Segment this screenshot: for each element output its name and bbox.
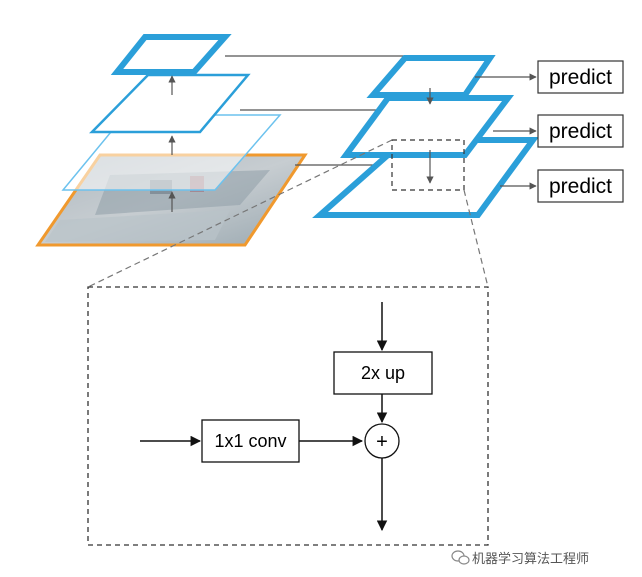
predict-label-2: predict [549,120,612,143]
watermark: 机器学习算法工程师 [451,550,589,566]
top-down-level-top [366,55,496,98]
predict-box-1: predict [537,60,624,94]
merge-add-node: + [364,423,400,459]
wechat-icon [451,550,470,565]
lateral-conv-label: 1x1 conv [214,431,286,451]
zoom-projection-right [463,189,489,288]
predict-label-3: predict [549,175,612,198]
top-down-level-middle [340,95,515,158]
lateral-conv-block: 1x1 conv [201,419,300,463]
watermark-text: 机器学习算法工程师 [472,551,589,566]
upsample-label: 2x up [361,363,405,383]
predict-box-2: predict [537,114,624,148]
bottom-up-level-2 [89,73,251,134]
detail-panel [87,286,489,546]
upsample-block: 2x up [333,351,433,395]
zoom-region [391,139,465,191]
predict-label-1: predict [549,66,612,89]
predict-box-3: predict [537,169,624,203]
merge-symbol: + [376,431,388,453]
zoom-projection-left [87,139,393,288]
bottom-up-level-3 [110,34,232,75]
